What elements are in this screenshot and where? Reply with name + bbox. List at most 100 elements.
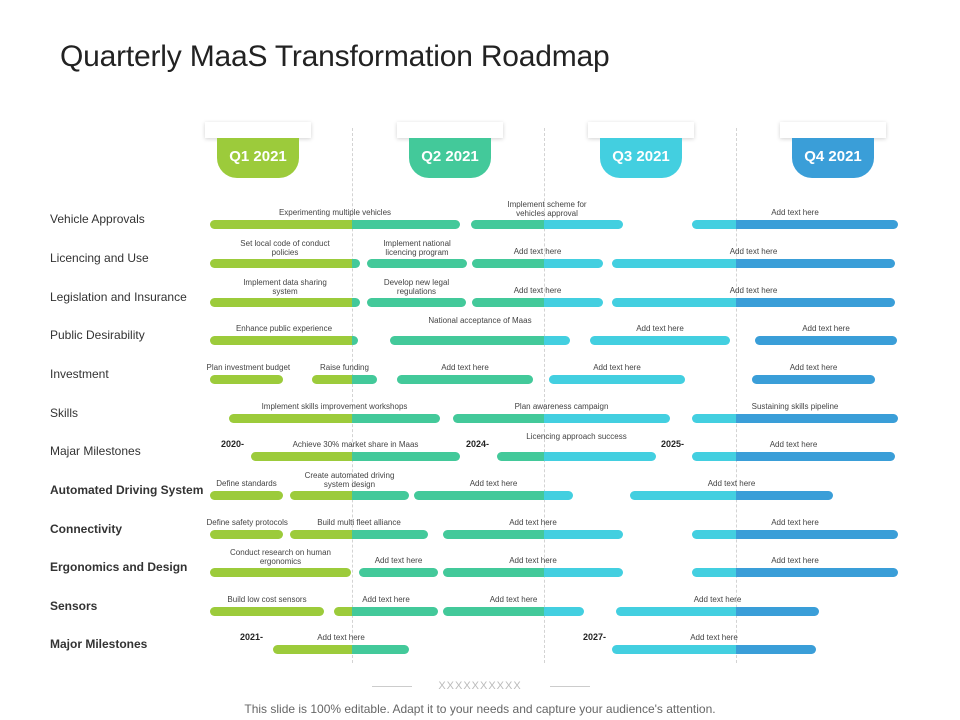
row-label: Legislation and Insurance [50,290,187,304]
quarter-tab-cap [397,122,503,138]
roadmap-bar [692,452,895,461]
row-label: Majar Milestones [50,444,141,458]
bar-label: Develop new legal regulations [383,278,450,296]
bar-label: Add text here [707,479,756,488]
year-marker: 2024- [466,439,490,449]
row-label: Skills [50,406,79,420]
bar-label: National acceptance of Maas [428,316,532,325]
quarter-tab-cap [780,122,886,138]
roadmap-bar [210,375,283,384]
roadmap-bar [210,607,324,616]
bar-label: Add text here [374,556,423,565]
year-marker: 2021- [240,632,264,642]
quarter-tab: Q4 2021 [780,122,886,180]
roadmap-bar [273,645,409,654]
row-label: Investment [50,367,109,381]
roadmap-bar [472,298,603,307]
bar-label: Add text here [593,363,641,372]
quarter-divider [544,128,545,663]
roadmap-bar [367,298,466,307]
roadmap-bar [612,298,895,307]
bar-label: Implement skills improvement workshops [261,402,408,411]
year-marker: 2020- [221,439,245,449]
roadmap-bar [443,530,623,539]
row-label: Public Desirability [50,328,145,342]
quarter-divider [352,128,353,663]
roadmap-bar [210,530,283,539]
bar-label: Add text here [636,324,684,333]
quarter-tab-cap [588,122,694,138]
bar-label: Implement scheme for vehicles approval [507,200,587,218]
bar-label: Add text here [769,440,818,449]
roadmap-bar [497,452,656,461]
bar-label: Conduct research on human ergonomics [230,548,331,566]
roadmap-bar [590,336,730,345]
footer-text: This slide is 100% editable. Adapt it to… [244,702,716,716]
roadmap-bar [692,568,898,577]
year-marker: 2025- [661,439,685,449]
roadmap-bar [472,259,603,268]
footer-right-line [550,686,590,687]
footer-mark: XXXXXXXXXX [438,680,522,692]
roadmap-bar [210,298,360,307]
bar-label: Plan investment budget [206,363,291,372]
roadmap-bar [210,220,460,229]
quarter-label: Q1 2021 [217,138,299,178]
roadmap-bar [312,375,377,384]
roadmap-bar [471,220,623,229]
bar-label: Experimenting multiple vehicles [278,208,392,217]
roadmap-bar [692,414,898,423]
roadmap-bar [334,607,438,616]
roadmap-bar [630,491,833,500]
roadmap-bar [453,414,670,423]
bar-label: Add text here [362,595,410,604]
bar-label: Implement data sharing system [243,278,327,296]
bar-label: Implement national licencing program [383,239,451,257]
roadmap-bar [210,336,358,345]
bar-label: Add text here [771,208,819,217]
roadmap-bar [612,259,895,268]
bar-label: Create automated driving system design [304,471,395,489]
roadmap-bar [414,491,573,500]
quarter-tab-cap [205,122,311,138]
roadmap-bar [290,530,428,539]
quarter-label: Q4 2021 [792,138,874,178]
row-label: Automated Driving System [50,483,204,497]
bar-label: Add text here [317,633,365,642]
roadmap-bar [755,336,897,345]
quarter-tab: Q1 2021 [205,122,311,180]
bar-label: Add text here [509,518,557,527]
bar-label: Add text here [729,247,778,256]
bar-label: Add text here [513,286,562,295]
bar-label: Enhance public experience [235,324,333,333]
bar-label: Add text here [489,595,538,604]
bar-label: Add text here [771,556,819,565]
row-label: Connectivity [50,522,123,536]
bar-label: Add text here [802,324,850,333]
bar-label: Plan awareness campaign [514,402,609,411]
bar-label: Add text here [441,363,489,372]
roadmap-bar [692,220,898,229]
bar-label: Achieve 30% market share in Maas [292,440,419,449]
bar-label: Set local code of conduct policies [240,239,330,257]
quarter-label: Q3 2021 [600,138,682,178]
roadmap-bar [229,414,440,423]
roadmap-bar [210,259,360,268]
bar-label: Add text here [690,633,738,642]
bar-label: Add text here [509,556,557,565]
roadmap-bar [390,336,570,345]
bar-label: Add text here [771,518,819,527]
bar-label: Build multi fleet alliance [317,518,401,527]
quarter-divider [736,128,737,663]
roadmap-bar [443,607,584,616]
row-label: Licencing and Use [50,251,149,265]
quarter-tab: Q2 2021 [397,122,503,180]
roadmap-bar [397,375,533,384]
row-label: Major Milestones [50,637,148,651]
bar-label: Add text here [789,363,838,372]
roadmap-bar [290,491,409,500]
roadmap-bar [752,375,875,384]
bar-label: Define standards [216,479,277,488]
bar-label: Add text here [729,286,778,295]
roadmap-bar [549,375,685,384]
